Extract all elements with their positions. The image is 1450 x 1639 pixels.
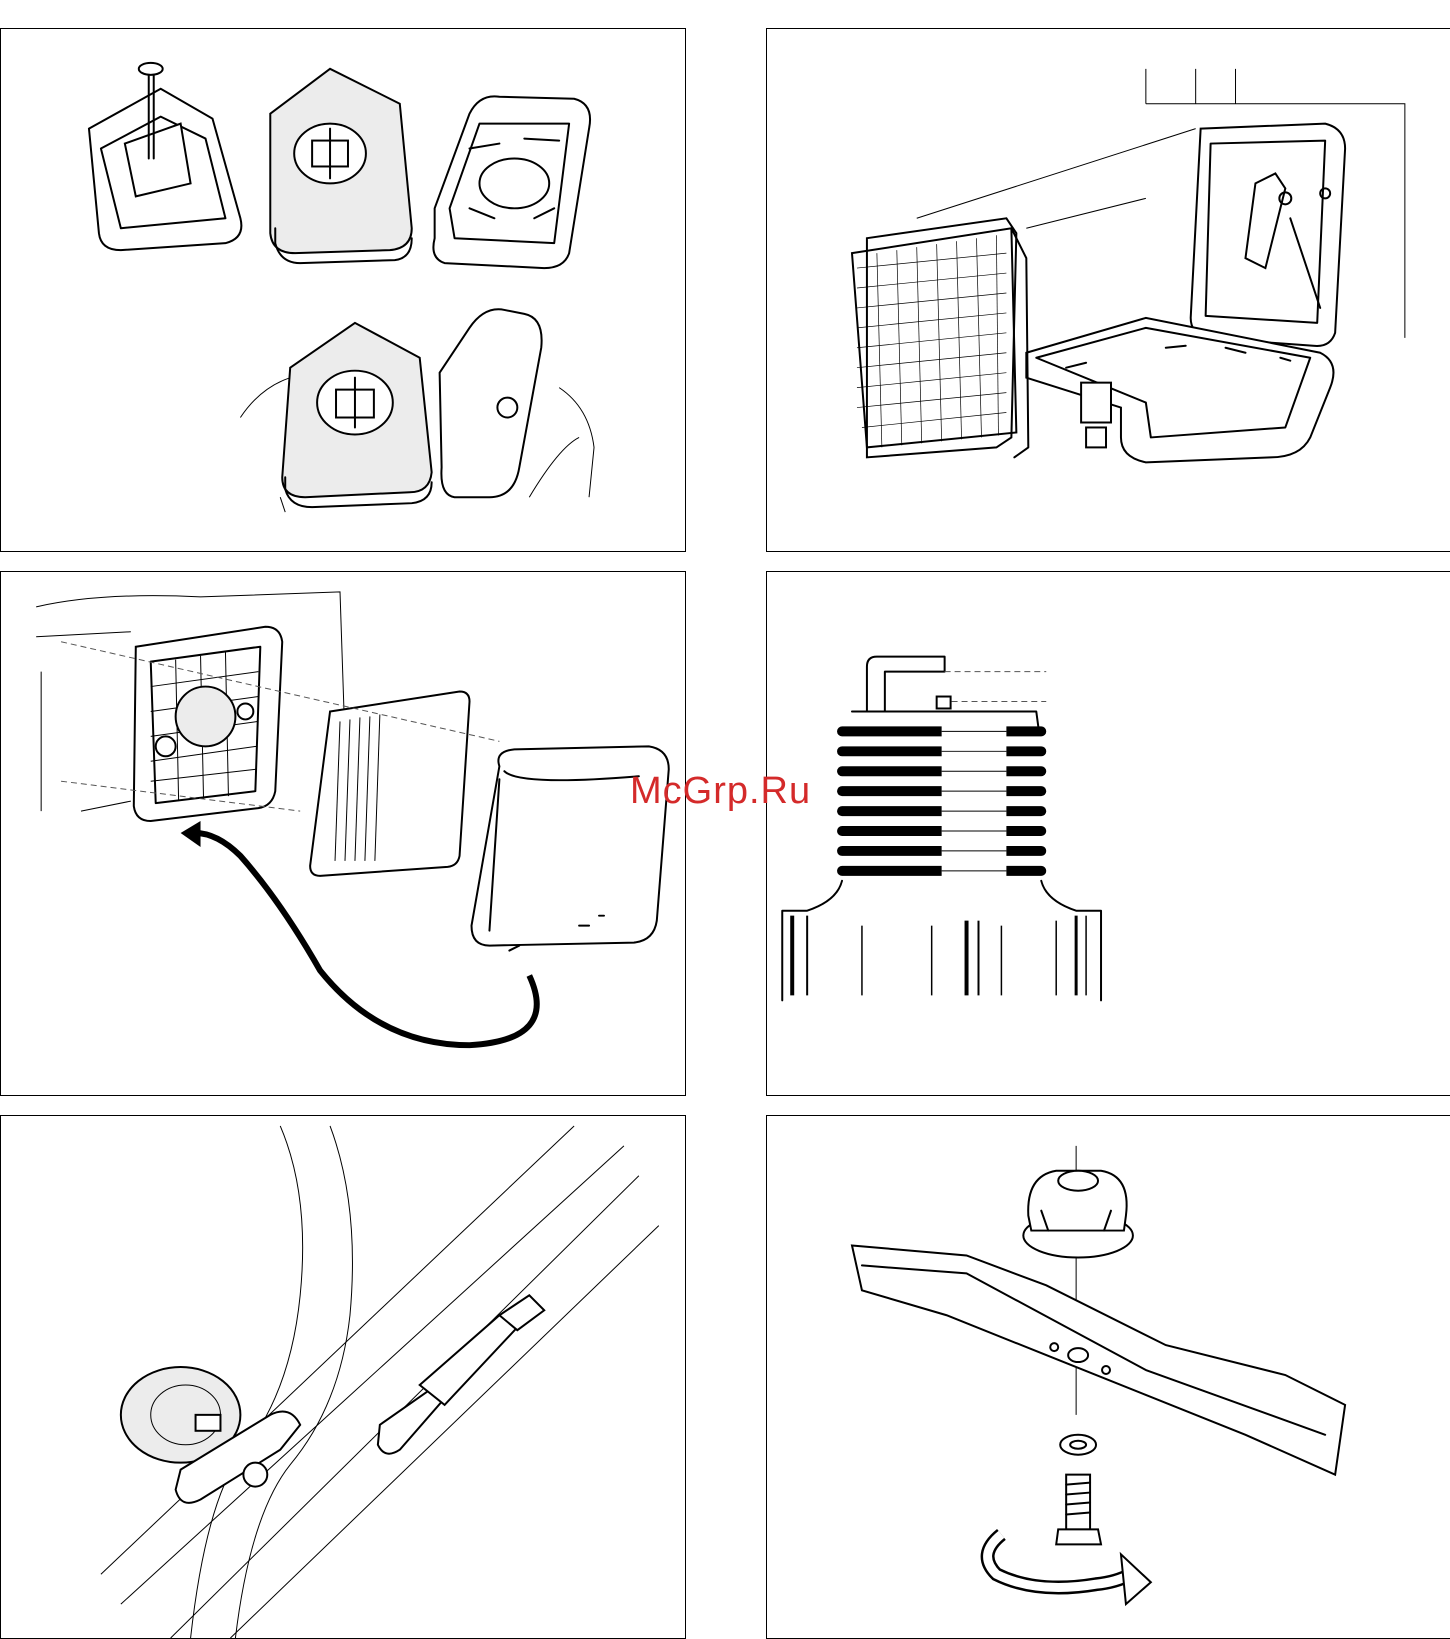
blade-bolt-drawing (767, 1116, 1450, 1638)
spark-plug-drawing (767, 572, 1450, 1095)
air-filter-paper-element-icon (766, 28, 1450, 552)
air-filter-foam-drawing (1, 29, 685, 551)
blade-bolt-icon (766, 1115, 1450, 1639)
handle-knob-drawing (1, 1116, 685, 1638)
air-filter-paper-drawing (767, 29, 1450, 551)
air-filter-cover-install-icon (0, 571, 686, 1096)
spark-plug-icon (766, 571, 1450, 1096)
air-filter-foam-element-icon (0, 28, 686, 552)
air-filter-cover-drawing (1, 572, 685, 1095)
watermark-text: McGrp.Ru (630, 770, 811, 813)
handle-knob-icon (0, 1115, 686, 1639)
